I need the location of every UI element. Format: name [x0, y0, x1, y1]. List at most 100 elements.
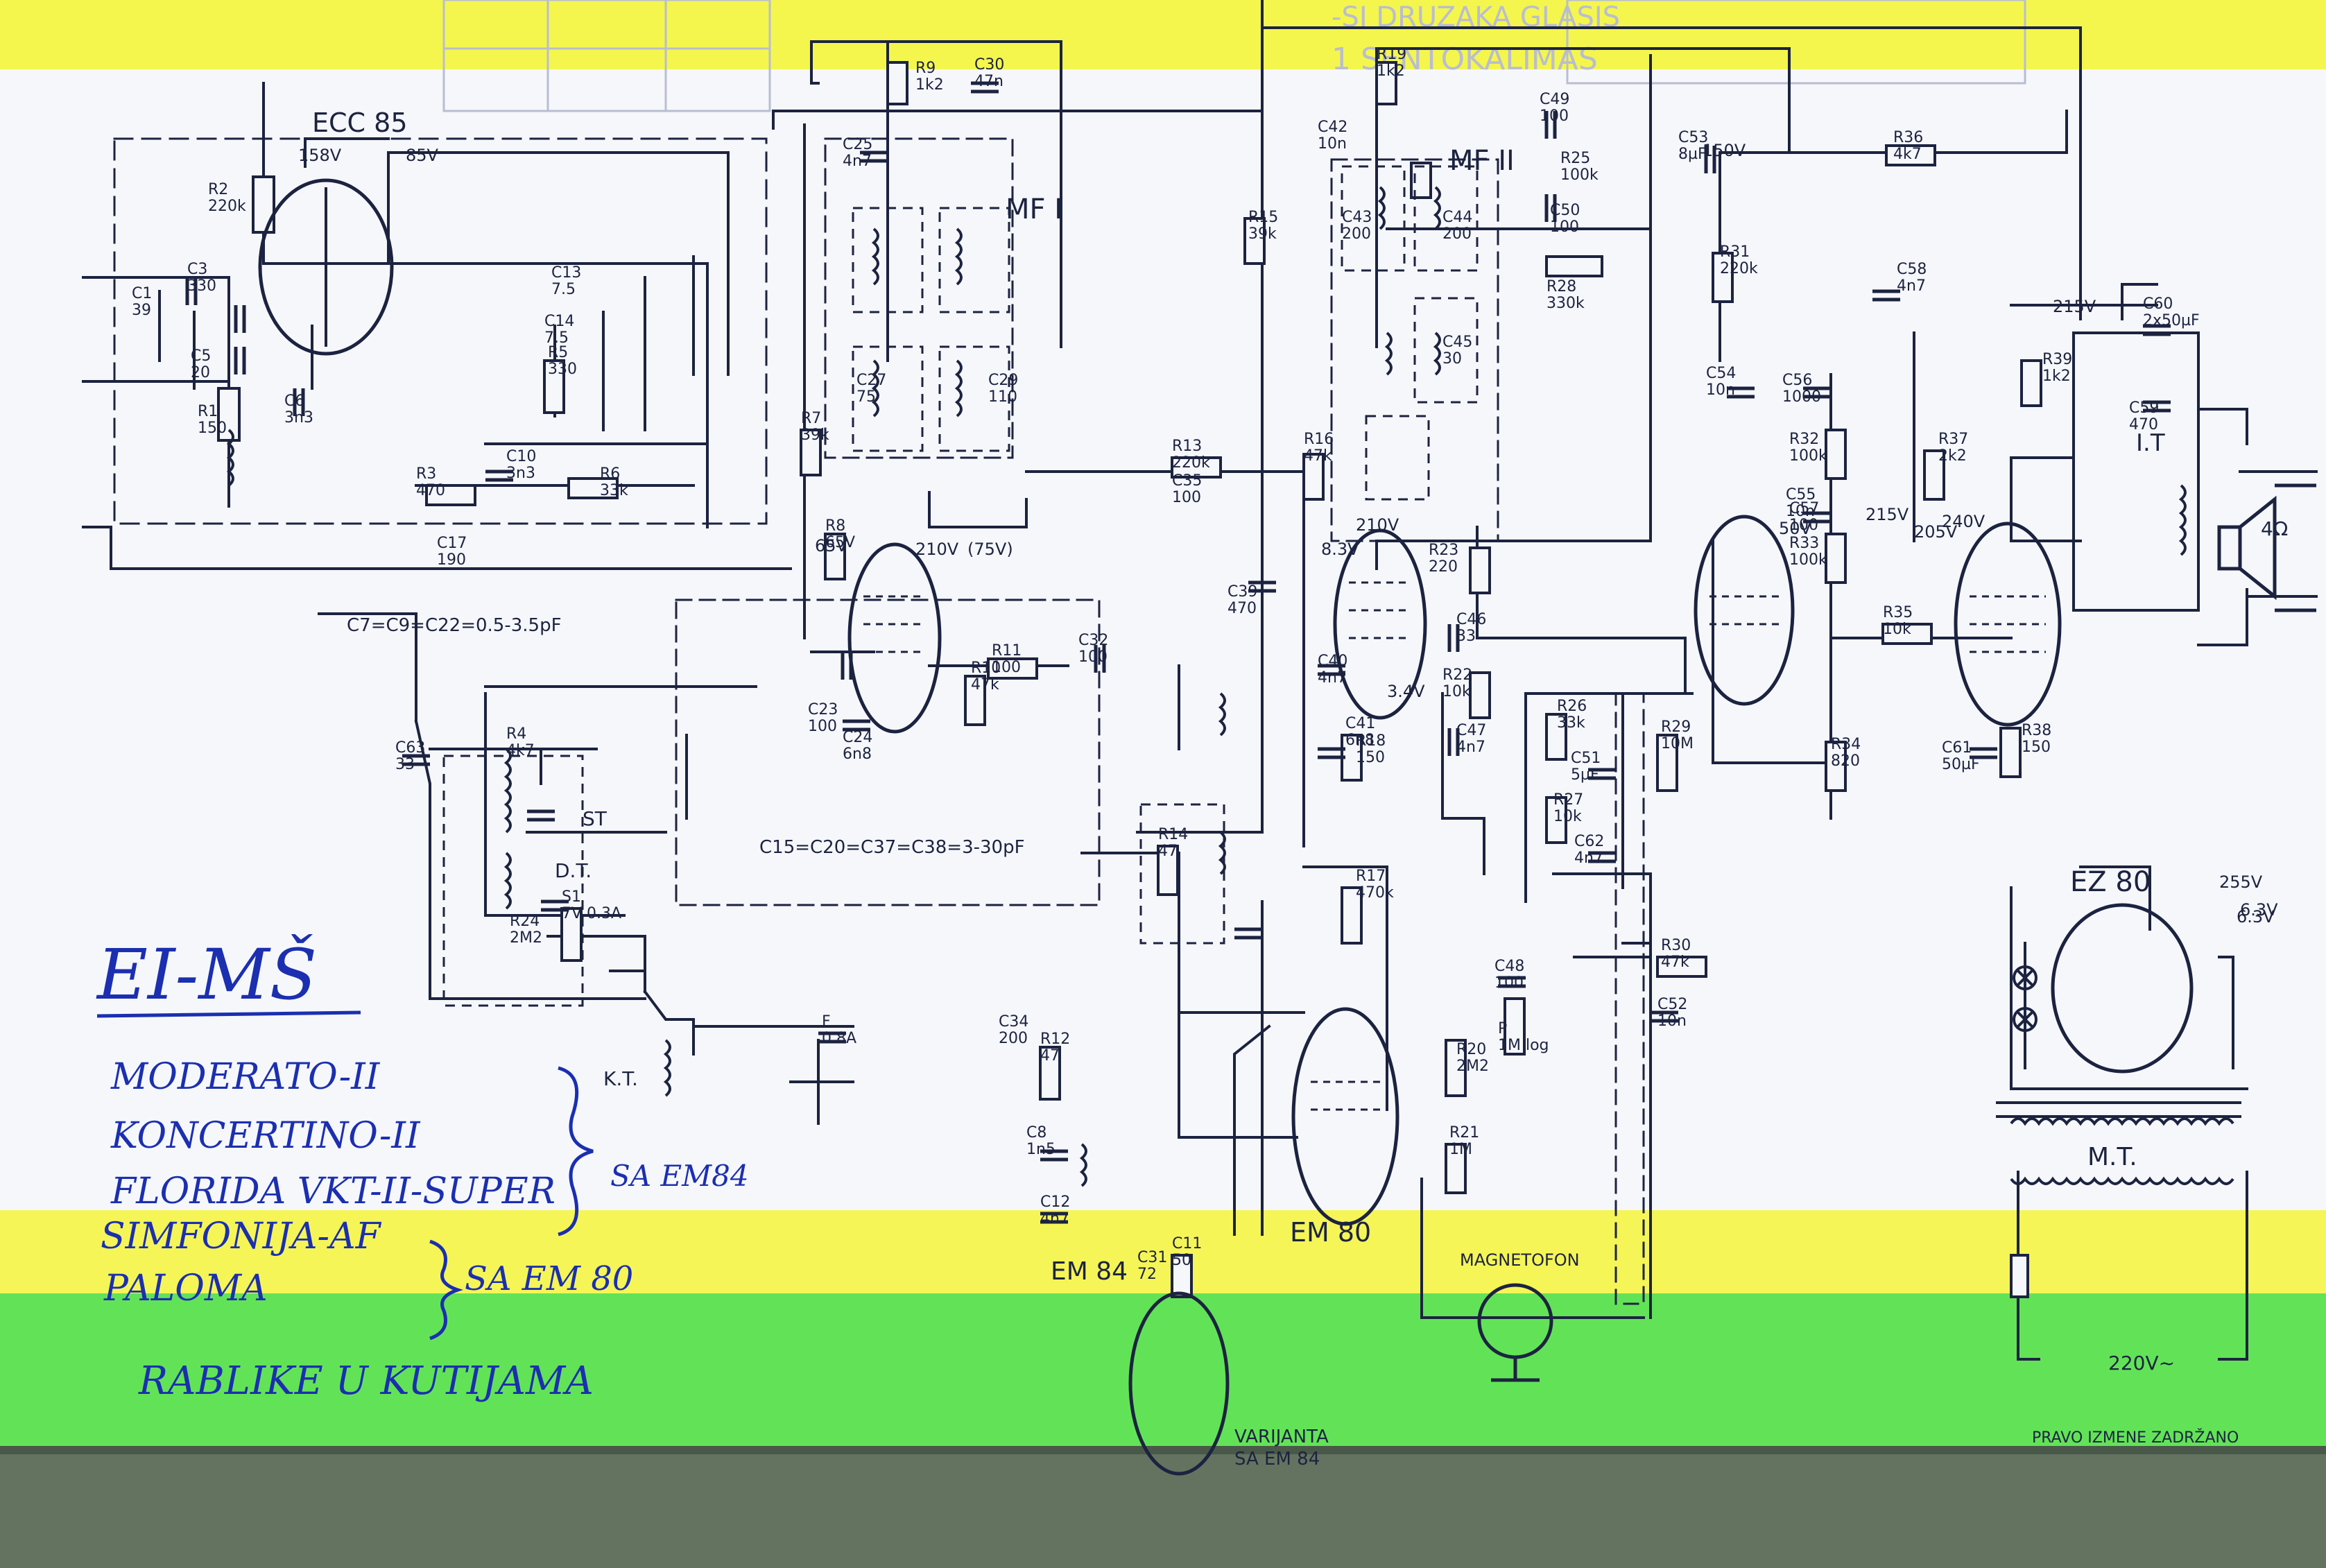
yellow-band-top: [0, 0, 2326, 69]
component-value: 6n8: [843, 746, 872, 763]
hand-line-1: MODERATO-II: [110, 1056, 381, 1098]
label-dt: D.T.: [555, 859, 592, 882]
component-value: 4n7: [1897, 277, 1926, 295]
tube-label-ecc85: ECC 85: [312, 107, 408, 138]
component-value: 20: [191, 364, 210, 381]
component-value: 30: [1442, 350, 1462, 368]
component-value: 7.5: [544, 329, 569, 347]
label-mt: M.T.: [2087, 1143, 2137, 1171]
component-value: 2x50µF: [2143, 312, 2200, 329]
component-value: 100: [1789, 517, 1818, 534]
label-mains: 220V~: [2108, 1352, 2175, 1375]
component-ref: C11: [1172, 1235, 1202, 1252]
green-band: [0, 1293, 2326, 1446]
tube-label-em84: EM 84: [1051, 1257, 1128, 1286]
voltage-label: 6.3V: [2237, 907, 2275, 927]
component-ref: C3: [187, 261, 207, 278]
component-value: 47n: [974, 73, 1003, 90]
component-ref: C13: [551, 264, 581, 282]
hand-group-2: SA EM 80: [465, 1259, 633, 1298]
component-ref: R17: [1356, 868, 1386, 885]
speaker: [2217, 483, 2316, 612]
component-value: 100: [808, 718, 837, 735]
component-value: 39k: [801, 427, 829, 444]
component-value: 8µF: [1678, 146, 1707, 163]
component-ref: C10: [506, 448, 536, 465]
component-ref: R7: [801, 410, 821, 427]
component-ref: R8: [825, 517, 845, 535]
component-value: 4k7: [1893, 146, 1922, 163]
component-value: 10n: [1318, 135, 1347, 153]
component-ref: R37: [1938, 431, 1968, 448]
component-value: 72: [1137, 1266, 1157, 1283]
component-value: 1k2: [2042, 368, 2071, 385]
component-ref: R3: [416, 465, 436, 483]
component-ref: R2: [208, 181, 228, 198]
component-value: 4n7: [1574, 850, 1603, 867]
component-ref: C58: [1897, 261, 1927, 278]
tubes: [258, 178, 2194, 1476]
component-value: 33: [1456, 628, 1476, 645]
note-trimmers-osc: C15=C20=C37=C38=3-30pF: [759, 837, 1025, 858]
component-ref: R16: [1304, 431, 1334, 448]
component-ref: C49: [1540, 91, 1569, 108]
voltage-label: 50V: [1779, 519, 1812, 538]
component-value: 220k: [1720, 260, 1758, 277]
component-value: 75: [856, 388, 876, 406]
component-value: 200: [1342, 225, 1371, 243]
label-magnetofon: MAGNETOFON: [1460, 1250, 1580, 1270]
coils: [226, 186, 2234, 1187]
component-ref: C39: [1227, 583, 1257, 601]
component-value: 100: [1540, 107, 1569, 125]
voltage-label: 215V: [2053, 297, 2096, 316]
voltage-label: 150V: [1703, 141, 1746, 160]
component-value: 7V 0.3A: [562, 905, 621, 922]
component-ref: C63: [395, 739, 425, 757]
yellow-band-middle: [0, 1210, 2326, 1293]
component-value: 3n3: [284, 409, 313, 427]
component-ref: R26: [1557, 698, 1587, 715]
component-ref: R31: [1720, 243, 1750, 261]
component-ref: R15: [1248, 209, 1278, 226]
component-ref: C60: [2143, 295, 2173, 313]
component-ref: R35: [1883, 604, 1913, 621]
component-ref: R1: [198, 403, 218, 420]
tube-ef-if2: [1333, 528, 1427, 720]
component-ref: C45: [1442, 334, 1472, 351]
component-ref: R23: [1429, 542, 1458, 559]
component-value: 200: [1442, 225, 1472, 243]
if-cans: [442, 165, 1479, 1007]
component-value: 190: [437, 551, 466, 569]
component-value: 150: [198, 420, 227, 437]
hand-group-1: SA EM84: [610, 1159, 749, 1193]
component-ref: R34: [1831, 736, 1861, 753]
component-ref: R24: [510, 913, 540, 930]
component-ref: R13: [1172, 438, 1202, 455]
voltage-label: 210V: [1356, 515, 1399, 535]
component-value: 33: [395, 756, 415, 773]
voltage-label: 8.3V: [1321, 540, 1359, 559]
component-value: 47: [1158, 843, 1178, 860]
voltage-label: 3.4V: [1387, 682, 1425, 701]
component-ref: C24: [843, 729, 872, 746]
component-value: 5µF: [1571, 766, 1599, 784]
component-ref: R28: [1547, 278, 1576, 295]
component-value: 150: [2022, 739, 2051, 756]
resistors: [217, 61, 2042, 1298]
label-variant-1: VARIJANTA: [1234, 1427, 1329, 1447]
component-ref: C34: [999, 1013, 1028, 1031]
component-ref: C61: [1942, 739, 1972, 757]
component-value: 220k: [208, 198, 246, 215]
magnetofon-socket: [1477, 1283, 1553, 1382]
component-ref: C43: [1342, 209, 1372, 226]
voltage-label: 205V: [1914, 522, 1958, 542]
label-footer-note: PRAVO IZMENE ZADRŽANO: [2032, 1429, 2239, 1447]
hand-footer: RABLIKE U KUTIJAMA: [138, 1359, 594, 1404]
component-value: 10k: [1442, 683, 1471, 700]
component-value: 1n5: [1026, 1141, 1056, 1158]
component-value: 10k: [1553, 808, 1582, 825]
component-ref: C51: [1571, 750, 1601, 767]
component-ref: C32: [1078, 632, 1108, 649]
